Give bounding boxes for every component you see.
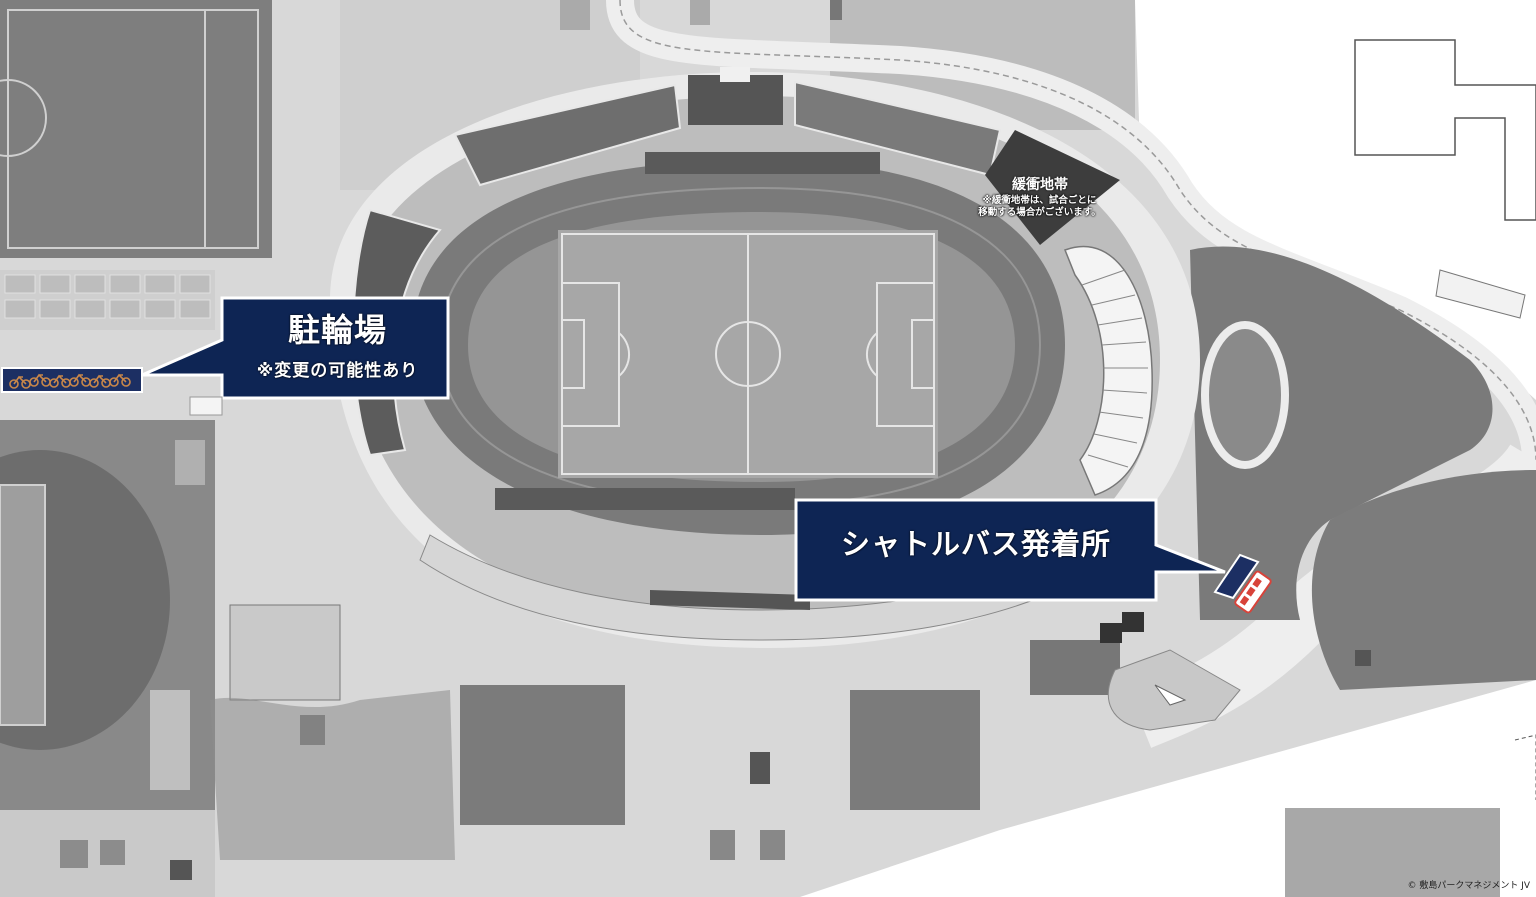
buffer-zone-note: ※緩衝地帯は、試合ごとに 移動する場合がございます。 (962, 195, 1117, 219)
buffer-zone-note-line1: ※緩衝地帯は、試合ごとに (982, 195, 1097, 206)
shuttle-bus-callout (794, 498, 1226, 602)
bicycle-parking-callout (141, 296, 450, 400)
bus-stop-marker (1213, 553, 1260, 600)
bicycle-parking-note: ※変更の可能性あり (256, 361, 419, 381)
stands-east (1064, 245, 1153, 496)
stands-north (453, 67, 1002, 187)
copyright-text: © 敷島パークマネジメント JV (1407, 881, 1530, 891)
practice-field (0, 0, 272, 258)
building-outline (1354, 39, 1536, 221)
buffer-zone (985, 130, 1120, 245)
building (1285, 808, 1500, 897)
buffer-zone-note-line2: 移動する場合がございます。 (978, 207, 1101, 218)
bus-icon (1234, 570, 1272, 614)
buffer-zone-title: 緩衝地帯 (1012, 177, 1068, 193)
boundary-line (1514, 734, 1536, 800)
bicycle-parking-title: 駐輪場 (287, 311, 387, 349)
bicycle-icon (9, 373, 131, 389)
shuttle-bus-title: シャトルバス発着所 (840, 527, 1111, 561)
